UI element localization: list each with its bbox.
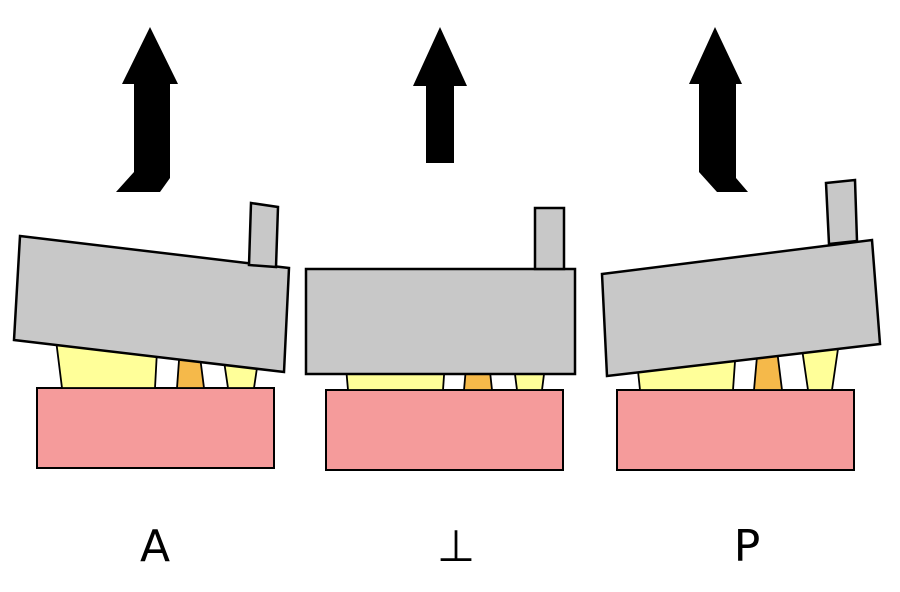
level-cap-perpendicular <box>304 267 577 376</box>
post-perpendicular <box>533 206 566 271</box>
arrow-icon-p <box>689 27 748 192</box>
panel-p: P <box>600 27 882 572</box>
panel-label-p: P <box>734 521 761 572</box>
arrow-icon-perpendicular <box>413 27 467 163</box>
panel-perpendicular: ⊥ <box>304 27 577 572</box>
arrow-icon-a <box>116 27 178 192</box>
base-block-a <box>36 387 275 469</box>
post-p <box>824 178 859 246</box>
base-block-perpendicular <box>325 389 564 471</box>
tilted-cap-a <box>12 234 291 374</box>
panel-label-a: A <box>140 521 170 572</box>
tilted-cap-p <box>600 238 882 378</box>
post-a <box>247 201 280 269</box>
panel-label-perpendicular: ⊥ <box>437 521 475 572</box>
base-block-p <box>616 389 855 471</box>
panel-a: A <box>12 27 291 572</box>
